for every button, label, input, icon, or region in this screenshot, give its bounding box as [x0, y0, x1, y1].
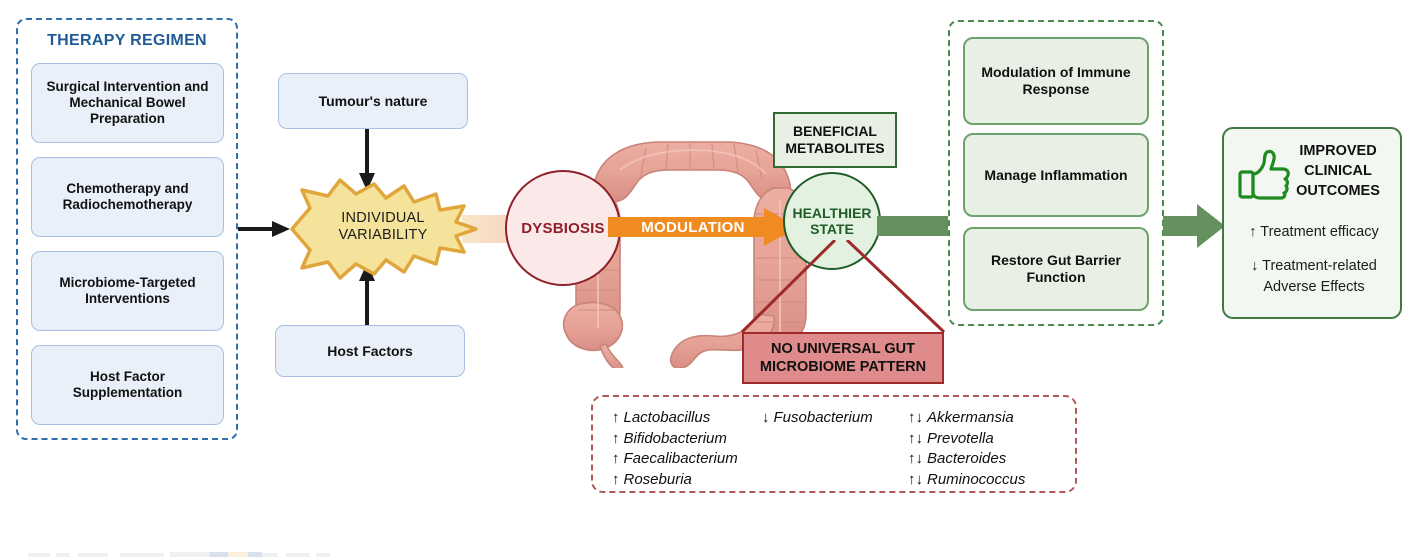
therapy-item-microbiome-targeted[interactable]: Microbiome-Targeted Interventions	[31, 251, 224, 331]
outcome-item-immune-response[interactable]: Modulation of Immune Response	[963, 37, 1149, 125]
arrow-up-icon: ↑	[612, 429, 620, 447]
improved-bullet-adverse-effects: ↓ Treatment-related Adverse Effects	[1228, 256, 1400, 300]
bacteria-column-increased: ↑Lactobacillus ↑Bifidobacterium ↑Faecali…	[612, 408, 782, 490]
bacteria-name: Lactobacillus	[623, 409, 711, 426]
input-box-tumour-nature[interactable]: Tumour's nature	[278, 73, 468, 129]
therapy-regimen-title: THERAPY REGIMEN	[47, 32, 207, 49]
therapy-item-host-factor[interactable]: Host Factor Supplementation	[31, 345, 224, 425]
bacteria-entry: ↑↓Prevotella	[908, 429, 1078, 450]
bacteria-entry: ↑Bifidobacterium	[612, 429, 782, 450]
no-universal-pattern-callout: NO UNIVERSAL GUT MICROBIOME PATTERN	[742, 332, 944, 384]
improved-bullet-efficacy: ↑ Treatment efficacy	[1249, 224, 1379, 240]
improved-title-line-1: IMPROVED	[1299, 143, 1377, 159]
individual-variability-starburst	[290, 178, 478, 280]
bacteria-name: Faecalibacterium	[623, 450, 738, 467]
bacteria-name: Prevotella	[927, 429, 994, 447]
callout-line-1: NO UNIVERSAL GUT	[771, 341, 915, 357]
arrow-down-icon: ↓	[762, 409, 770, 426]
modulation-arrow-icon	[608, 208, 798, 246]
bacteria-taxa-panel	[591, 395, 1077, 493]
state-circle-healthier: HEALTHIER STATE	[783, 172, 881, 270]
arrow-up-down-icon: ↑↓	[908, 429, 923, 447]
improved-title-line-3: OUTCOMES	[1296, 183, 1380, 199]
bacteria-name: Roseburia	[623, 470, 692, 488]
adverse-line-2: Adverse Effects	[1263, 279, 1365, 295]
arrow-to-improved-outcomes-icon	[1163, 204, 1225, 248]
outcome-item-manage-inflammation[interactable]: Manage Inflammation	[963, 133, 1149, 217]
arrow-up-down-icon: ↑↓	[908, 409, 923, 426]
bacteria-name: Bacteroides	[927, 450, 1007, 467]
improved-outcomes-title: IMPROVED CLINICAL OUTCOMES	[1280, 141, 1396, 201]
bacteria-entry: ↑↓Ruminococcus	[908, 470, 1078, 491]
outcome-item-gut-barrier[interactable]: Restore Gut Barrier Function	[963, 227, 1149, 311]
bacteria-column-variable: ↑↓Akkermansia ↑↓Prevotella ↑↓Bacteroides…	[908, 408, 1078, 490]
bacteria-entry: ↑Faecalibacterium	[612, 449, 782, 470]
connector-healthier-to-outcomes	[877, 216, 955, 236]
metabolites-line-2: METABOLITES	[785, 140, 885, 156]
bacteria-entry: ↑↓Akkermansia	[908, 408, 1078, 429]
bacteria-name: Ruminococcus	[927, 470, 1026, 488]
state-circle-dysbiosis: DYSBIOSIS	[505, 170, 621, 286]
healthier-line-1: HEALTHIER	[792, 205, 872, 221]
bacteria-name: Fusobacterium	[773, 409, 873, 426]
metabolites-line-1: BENEFICIAL	[792, 123, 877, 139]
improved-clinical-outcomes-box	[1222, 127, 1402, 319]
arrow-therapy-to-variability-icon	[238, 221, 290, 237]
arrow-up-icon: ↑	[612, 450, 620, 467]
therapy-item-surgical[interactable]: Surgical Intervention and Mechanical Bow…	[31, 63, 224, 143]
thumbs-up-icon	[1238, 149, 1290, 200]
bacteria-name: Bifidobacterium	[623, 429, 727, 447]
callout-leader-lines	[740, 240, 946, 334]
arrow-up-icon: ↑	[612, 470, 620, 488]
callout-line-2: MICROBIOME PATTERN	[759, 359, 927, 375]
adverse-line-1: ↓ Treatment-related	[1251, 258, 1377, 274]
arrow-up-icon: ↑	[612, 409, 620, 426]
input-box-host-factors[interactable]: Host Factors	[275, 325, 465, 377]
bacteria-entry: ↑Lactobacillus	[612, 408, 782, 429]
bacteria-entry: ↑Roseburia	[612, 470, 782, 491]
arrow-up-down-icon: ↑↓	[908, 450, 923, 467]
bacteria-name: Akkermansia	[927, 409, 1014, 426]
cropped-watermark-strip	[28, 552, 330, 557]
arrow-up-down-icon: ↑↓	[908, 470, 923, 488]
bacteria-entry: ↓Fusobacterium	[762, 408, 942, 429]
healthier-line-2: STATE	[810, 221, 854, 237]
bacteria-column-decreased: ↓Fusobacterium	[762, 408, 942, 429]
arrow-tumour-down-icon	[359, 129, 375, 191]
dysbiosis-label: DYSBIOSIS	[521, 219, 605, 237]
bacteria-entry: ↑↓Bacteroides	[908, 449, 1078, 470]
beneficial-metabolites-box: BENEFICIAL METABOLITES	[773, 112, 897, 168]
improved-title-line-2: CLINICAL	[1304, 163, 1372, 179]
therapy-item-chemotherapy[interactable]: Chemotherapy and Radiochemotherapy	[31, 157, 224, 237]
